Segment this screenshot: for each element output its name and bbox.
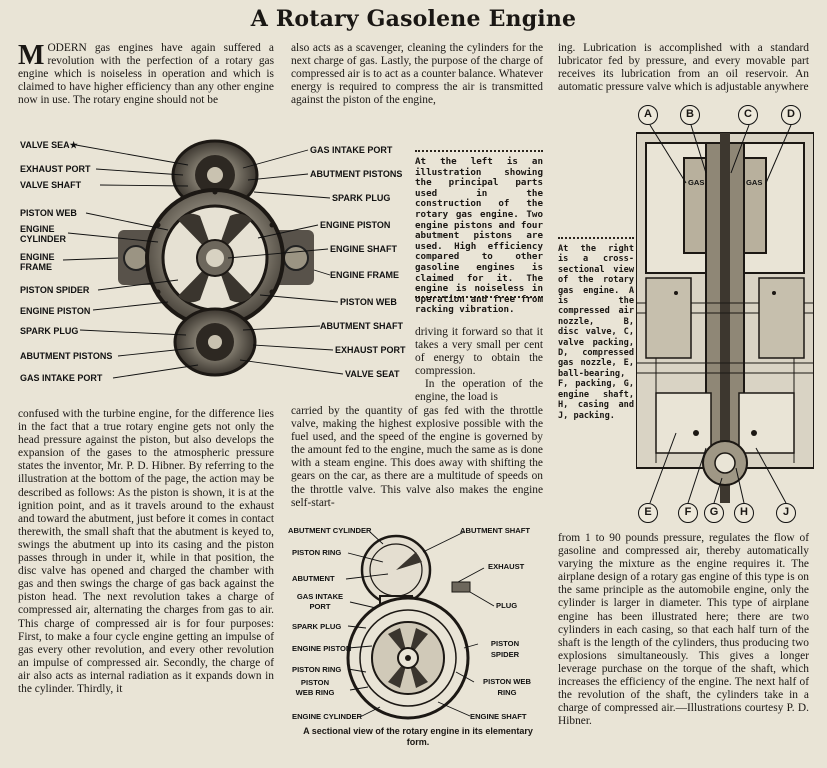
marker-d: D bbox=[781, 105, 801, 125]
label-exhaust-port-right: EXHAUST PORT bbox=[335, 345, 406, 355]
column-2-top-text: also acts as a scavenger, cleaning the c… bbox=[291, 42, 543, 107]
label-gas-intake-port-right: GAS INTAKE PORT bbox=[310, 145, 393, 155]
caption-left-figure: At the left is an illustration showing t… bbox=[415, 156, 543, 316]
label-spark-plug-left: SPARK PLUG bbox=[20, 326, 79, 336]
label-piston-ring-1: PISTON RING bbox=[292, 548, 342, 557]
sectional-view-caption: A sectional view of the rotary engine in… bbox=[303, 726, 533, 747]
label-valve-seat-left: VALVE SEA★ bbox=[20, 140, 78, 150]
caption-rule-top bbox=[415, 150, 543, 152]
cross-section-gas-text-1: GAS bbox=[688, 178, 705, 187]
label-abutment-cylinder: ABUTMENT CYLINDER bbox=[288, 526, 372, 535]
caption-right-figure: At the right is a cross-sectional view o… bbox=[558, 244, 634, 421]
label-abutment-shaft: ABUTMENT SHAFT bbox=[460, 526, 531, 535]
column-1-body-text: confused with the turbine engine, for th… bbox=[18, 408, 274, 695]
label-engine-frame-right: ENGINE FRAME bbox=[330, 270, 400, 280]
label-engine-piston: ENGINE PISTON bbox=[292, 644, 352, 653]
label-valve-seat-right: VALVE SEAT bbox=[345, 369, 400, 379]
cross-section-illustration: GAS GAS A B C D E F G H J bbox=[635, 103, 815, 528]
engine-front-view-illustration: VALVE SEA★ EXHAUST PORT VALVE SHAFT PIST… bbox=[18, 130, 408, 390]
column-2-body-text: carried by the quantity of gas fed with … bbox=[291, 405, 543, 509]
label-spark-plug: SPARK PLUG bbox=[292, 622, 342, 631]
label-piston-web-ring-left: PISTON WEB RING bbox=[295, 678, 335, 697]
marker-e: E bbox=[638, 503, 658, 523]
marker-j: J bbox=[776, 503, 796, 523]
label-abutment-shaft: ABUTMENT SHAFT bbox=[320, 321, 403, 331]
column-2-middle-para-1: driving it forward so that it takes a ve… bbox=[415, 326, 543, 378]
label-engine-shaft: ENGINE SHAFT bbox=[330, 244, 398, 254]
cross-section-drawing bbox=[635, 124, 815, 504]
engine-front-view-drawing bbox=[62, 139, 344, 379]
label-abutment-pistons-right: ABUTMENT PISTONS bbox=[310, 169, 403, 179]
intro-text: ODERN gas engines have again suffered a … bbox=[18, 42, 274, 107]
column-2-middle-text: driving it forward so that it takes a ve… bbox=[415, 326, 543, 405]
sectional-view-drawing bbox=[345, 531, 495, 720]
label-piston-web-left: PISTON WEB bbox=[20, 208, 77, 218]
label-piston-web-right: PISTON WEB bbox=[340, 297, 397, 307]
caption-right-rule-top bbox=[558, 237, 634, 239]
label-abutment-pistons-left: ABUTMENT PISTONS bbox=[20, 351, 113, 361]
marker-a: A bbox=[638, 105, 658, 125]
marker-h: H bbox=[734, 503, 754, 523]
drop-cap: M bbox=[18, 40, 45, 71]
label-piston-spider: PISTON SPIDER bbox=[490, 639, 520, 659]
label-plug: PLUG bbox=[496, 601, 518, 610]
label-valve-shaft: VALVE SHAFT bbox=[20, 180, 82, 190]
marker-g: G bbox=[704, 503, 724, 523]
label-engine-cylinder: ENGINE CYLINDER bbox=[292, 712, 363, 721]
caption-rule-bottom bbox=[415, 296, 543, 298]
label-spark-plug-right: SPARK PLUG bbox=[332, 193, 391, 203]
label-gas-intake-port-left: GAS INTAKE PORT bbox=[20, 373, 103, 383]
label-gas-intake-port: GAS INTAKE PORT bbox=[296, 592, 344, 611]
marker-f: F bbox=[678, 503, 698, 523]
column-3-body-text: from 1 to 90 pounds pressure, regulates … bbox=[558, 532, 809, 728]
marker-b: B bbox=[680, 105, 700, 125]
sectional-view-illustration: ABUTMENT CYLINDER PISTON RING ABUTMENT G… bbox=[288, 522, 544, 748]
marker-c: C bbox=[738, 105, 758, 125]
label-engine-cylinder: ENGINE CYLINDER bbox=[20, 224, 67, 244]
label-engine-frame-left: ENGINE FRAME bbox=[20, 252, 55, 272]
label-engine-piston-left: ENGINE PISTON bbox=[20, 306, 91, 316]
article-title: A Rotary Gasolene Engine bbox=[250, 6, 577, 32]
cross-section-gas-text-2: GAS bbox=[746, 178, 763, 187]
label-abutment: ABUTMENT bbox=[292, 574, 335, 583]
label-engine-shaft: ENGINE SHAFT bbox=[470, 712, 527, 721]
label-piston-web-ring-right: PISTON WEB RING bbox=[483, 677, 531, 697]
label-engine-piston-right: ENGINE PISTON bbox=[320, 220, 391, 230]
label-piston-spider: PISTON SPIDER bbox=[20, 285, 90, 295]
column-3-top-text: ing. Lubrication is accomplished with a … bbox=[558, 42, 809, 94]
column-2-middle-para-2: In the operation of the engine, the load… bbox=[415, 378, 543, 404]
label-piston-ring-2: PISTON RING bbox=[292, 665, 342, 674]
label-exhaust-port-left: EXHAUST PORT bbox=[20, 164, 91, 174]
label-exhaust: EXHAUST bbox=[488, 562, 525, 571]
